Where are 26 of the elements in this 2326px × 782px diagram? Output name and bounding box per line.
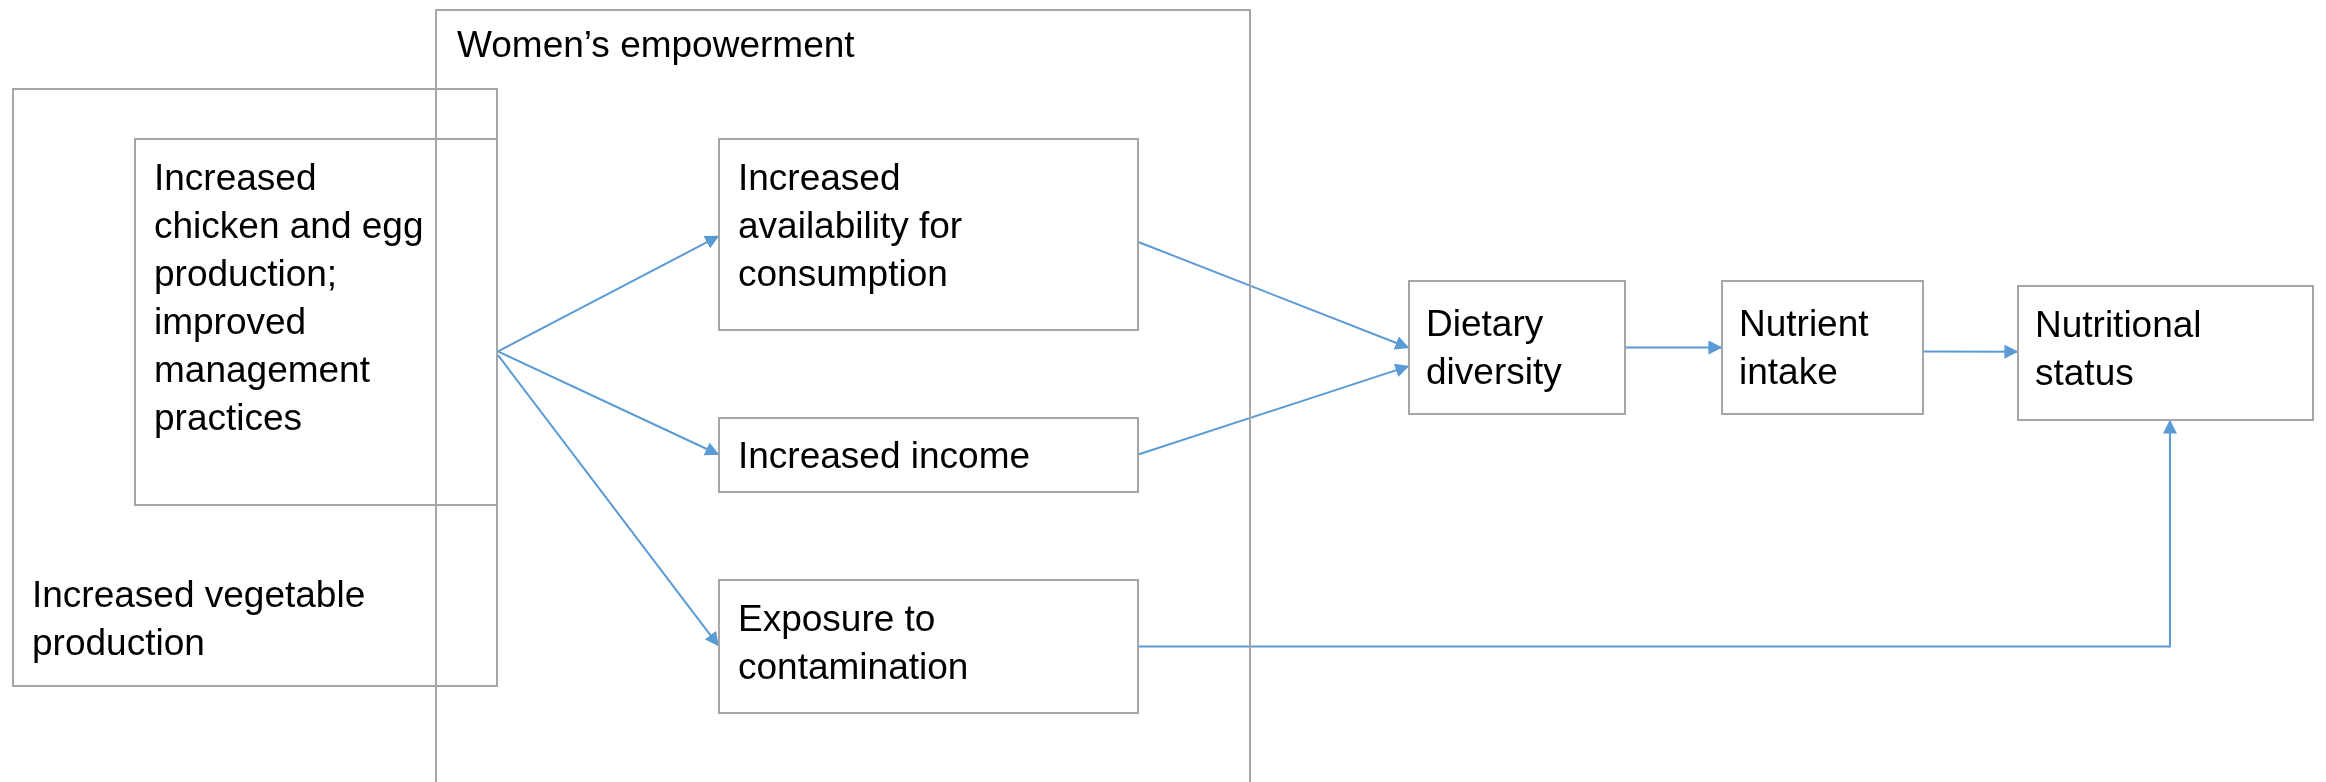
process-box	[718, 579, 1139, 714]
arrow	[1625, 340, 1723, 355]
box-label: Increased income	[738, 434, 1032, 478]
arrow	[497, 235, 720, 353]
box-label: Nutrient intake	[1739, 302, 1870, 394]
process-box	[718, 417, 1139, 493]
process-box	[2017, 285, 2314, 421]
process-box	[718, 138, 1139, 331]
arrow	[497, 354, 719, 647]
box-label: Exposure to contamination	[738, 597, 970, 689]
arrow	[1138, 419, 2177, 648]
process-box	[1408, 280, 1626, 415]
arrow	[1138, 241, 1410, 350]
group-box	[435, 9, 1251, 782]
box-label: Nutritional status	[2035, 303, 2203, 395]
box-label: Increased chicken and egg production; improved management practices	[154, 156, 424, 440]
group-box	[12, 88, 498, 687]
process-box	[1721, 280, 1924, 415]
process-box	[134, 138, 498, 506]
arrow	[497, 350, 720, 456]
box-label: Increased availability for consumption	[738, 156, 964, 296]
arrow	[1923, 344, 2019, 359]
group-label: Women’s empowerment	[457, 23, 856, 67]
box-label: Dietary diversity	[1426, 302, 1563, 394]
group-label: Increased vegetable production	[32, 573, 367, 665]
arrow	[1138, 363, 1410, 456]
